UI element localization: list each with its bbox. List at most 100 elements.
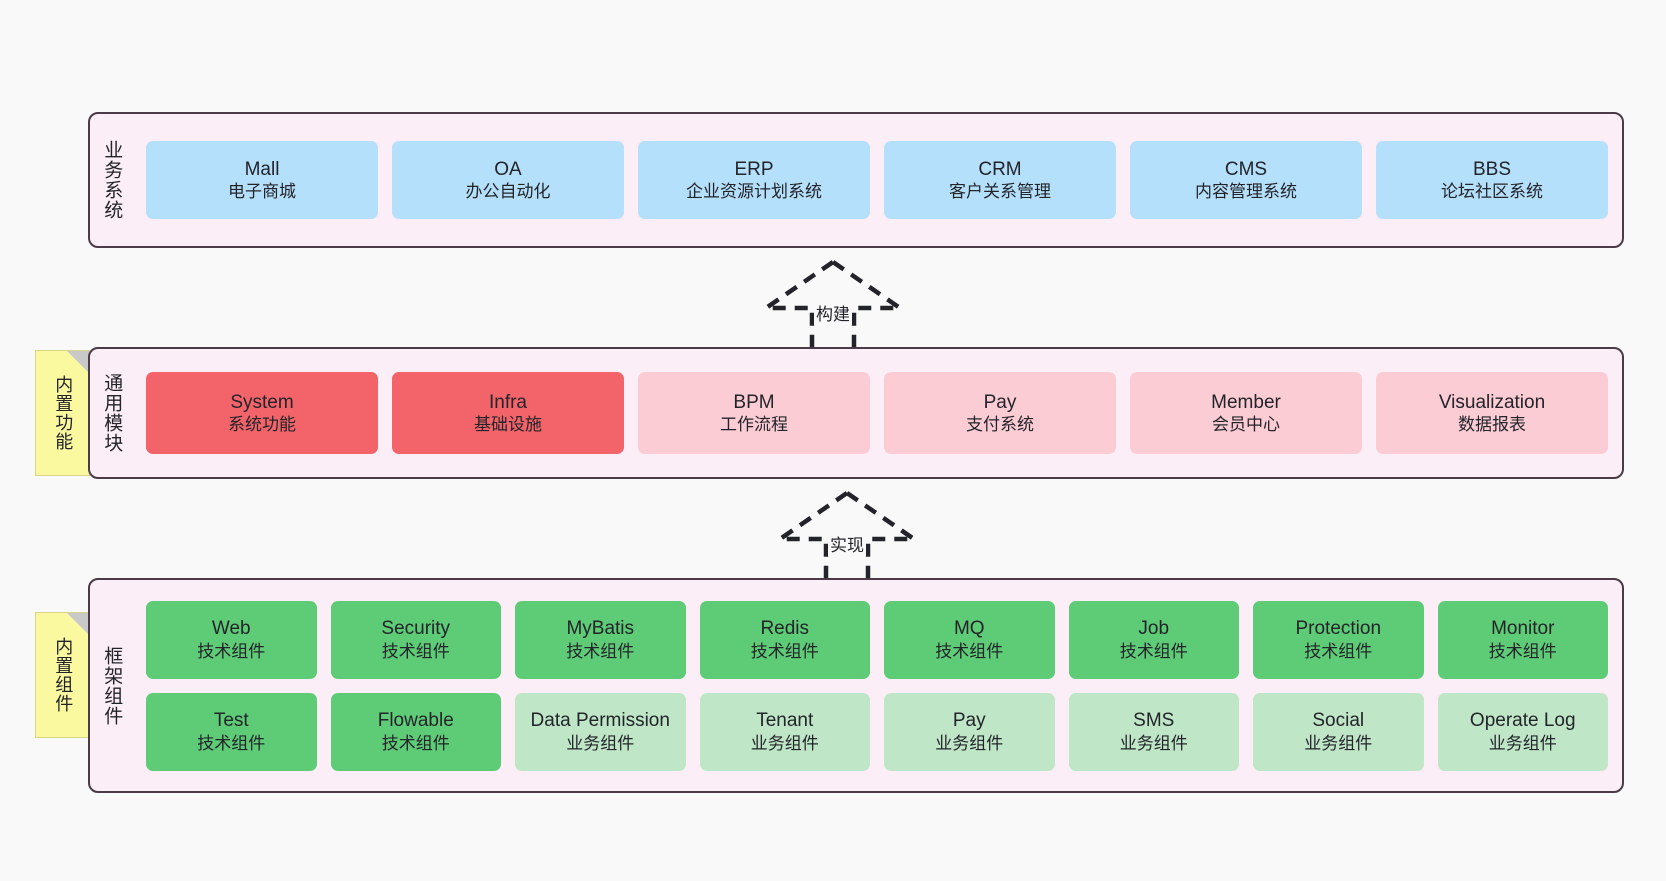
node-bpm-subtitle: 工作流程 (720, 415, 788, 435)
layer-title-business: 业务系统 (101, 140, 123, 220)
node-tenant-title: Tenant (756, 710, 814, 731)
connector-implement-label: 实现 (828, 531, 866, 556)
node-bbs[interactable]: BBS 论坛社区系统 (1376, 141, 1608, 219)
layer-body-framework: Web 技术组件 Security 技术组件 MyBatis 技术组件 Redi… (132, 580, 1622, 791)
node-web-title: Web (211, 618, 251, 639)
node-cms-subtitle: 内容管理系统 (1195, 182, 1297, 202)
node-security-title: Security (381, 618, 451, 639)
node-test-subtitle: 技术组件 (197, 733, 266, 753)
node-mall-title: Mall (244, 158, 280, 180)
node-pay-module[interactable]: Pay 支付系统 (884, 372, 1116, 454)
tag-builtin-component: 内置组件 (35, 612, 90, 738)
node-monitor[interactable]: Monitor 技术组件 (1437, 600, 1608, 679)
node-monitor-subtitle: 技术组件 (1488, 641, 1557, 661)
node-job-subtitle: 技术组件 (1119, 641, 1188, 661)
node-member[interactable]: Member 会员中心 (1130, 372, 1362, 454)
node-member-subtitle: 会员中心 (1212, 415, 1280, 435)
node-data-permission[interactable]: Data Permission 业务组件 (515, 692, 686, 771)
node-operate-log-title: Operate Log (1469, 710, 1576, 731)
node-erp-subtitle: 企业资源计划系统 (686, 182, 822, 202)
node-crm[interactable]: CRM 客户关系管理 (884, 141, 1116, 219)
node-test-title: Test (213, 710, 249, 731)
node-social-subtitle: 业务组件 (1304, 733, 1373, 753)
connector-build-label: 构建 (814, 300, 852, 325)
node-sms[interactable]: SMS 业务组件 (1068, 692, 1239, 771)
layer-framework-components: 框架组件 Web 技术组件 Security 技术组件 MyBatis 技术组件… (88, 578, 1624, 793)
layer-body-modules: System 系统功能 Infra 基础设施 BPM 工作流程 Pay 支付系统… (132, 349, 1622, 477)
node-infra-title: Infra (488, 391, 528, 413)
node-cms-title: CMS (1224, 158, 1268, 180)
node-system-subtitle: 系统功能 (228, 415, 296, 435)
node-oa-title: OA (494, 158, 522, 180)
node-flowable-title: Flowable (377, 710, 454, 731)
node-member-title: Member (1211, 391, 1281, 413)
node-test[interactable]: Test 技术组件 (146, 692, 317, 771)
connector-implement: 实现 (772, 489, 922, 581)
tag-builtin-function-label: 内置功能 (53, 375, 74, 451)
node-pay-component-subtitle: 业务组件 (935, 733, 1004, 753)
node-sms-subtitle: 业务组件 (1119, 733, 1188, 753)
layer-title-modules: 通用模块 (101, 373, 123, 453)
node-flowable[interactable]: Flowable 技术组件 (330, 692, 501, 771)
layer-body-business: Mall 电子商城 OA 办公自动化 ERP 企业资源计划系统 CRM 客户关系… (132, 114, 1622, 246)
node-web-subtitle: 技术组件 (197, 641, 266, 661)
node-operate-log-subtitle: 业务组件 (1488, 733, 1557, 753)
node-mybatis-subtitle: 技术组件 (566, 641, 635, 661)
node-mq-title: MQ (953, 618, 985, 639)
node-mybatis-title: MyBatis (566, 618, 635, 639)
node-job[interactable]: Job 技术组件 (1068, 600, 1239, 679)
node-security[interactable]: Security 技术组件 (330, 600, 501, 679)
node-oa-subtitle: 办公自动化 (465, 182, 551, 202)
node-monitor-title: Monitor (1491, 618, 1555, 639)
node-social-title: Social (1312, 710, 1365, 731)
node-mq[interactable]: MQ 技术组件 (884, 600, 1055, 679)
node-web[interactable]: Web 技术组件 (146, 600, 317, 679)
node-cms[interactable]: CMS 内容管理系统 (1130, 141, 1362, 219)
node-flowable-subtitle: 技术组件 (381, 733, 450, 753)
framework-row-technical: Web 技术组件 Security 技术组件 MyBatis 技术组件 Redi… (146, 600, 1608, 679)
tag-builtin-function: 内置功能 (35, 350, 90, 476)
tag-builtin-component-label: 内置组件 (53, 637, 74, 713)
connector-build: 构建 (758, 258, 908, 350)
node-redis-subtitle: 技术组件 (750, 641, 819, 661)
node-redis-title: Redis (760, 618, 810, 639)
node-protection-subtitle: 技术组件 (1304, 641, 1373, 661)
framework-row-business: Test 技术组件 Flowable 技术组件 Data Permission … (146, 692, 1608, 771)
node-protection-title: Protection (1295, 618, 1382, 639)
node-social[interactable]: Social 业务组件 (1253, 692, 1424, 771)
node-system[interactable]: System 系统功能 (146, 372, 378, 454)
node-erp[interactable]: ERP 企业资源计划系统 (638, 141, 870, 219)
node-mybatis[interactable]: MyBatis 技术组件 (515, 600, 686, 679)
node-protection[interactable]: Protection 技术组件 (1253, 600, 1424, 679)
node-pay-component[interactable]: Pay 业务组件 (884, 692, 1055, 771)
node-security-subtitle: 技术组件 (381, 641, 450, 661)
node-infra[interactable]: Infra 基础设施 (392, 372, 624, 454)
node-oa[interactable]: OA 办公自动化 (392, 141, 624, 219)
node-bbs-title: BBS (1472, 158, 1512, 180)
node-crm-subtitle: 客户关系管理 (949, 182, 1051, 202)
node-crm-title: CRM (978, 158, 1022, 180)
node-data-permission-subtitle: 业务组件 (566, 733, 635, 753)
layer-common-modules: 通用模块 System 系统功能 Infra 基础设施 BPM 工作流程 Pay… (88, 347, 1624, 479)
node-pay-module-subtitle: 支付系统 (966, 415, 1034, 435)
layer-title-framework: 框架组件 (101, 645, 123, 726)
layer-business-system: 业务系统 Mall 电子商城 OA 办公自动化 ERP 企业资源计划系统 CRM… (88, 112, 1624, 248)
node-bpm[interactable]: BPM 工作流程 (638, 372, 870, 454)
node-pay-module-title: Pay (983, 391, 1017, 413)
node-tenant-subtitle: 业务组件 (750, 733, 819, 753)
node-infra-subtitle: 基础设施 (474, 415, 542, 435)
node-mall[interactable]: Mall 电子商城 (146, 141, 378, 219)
node-pay-component-title: Pay (952, 710, 986, 731)
node-visualization[interactable]: Visualization 数据报表 (1376, 372, 1608, 454)
node-redis[interactable]: Redis 技术组件 (699, 600, 870, 679)
node-mq-subtitle: 技术组件 (935, 641, 1004, 661)
node-operate-log[interactable]: Operate Log 业务组件 (1437, 692, 1608, 771)
node-tenant[interactable]: Tenant 业务组件 (699, 692, 870, 771)
node-data-permission-title: Data Permission (530, 710, 670, 731)
node-bpm-title: BPM (733, 391, 775, 413)
node-visualization-subtitle: 数据报表 (1458, 415, 1526, 435)
node-job-title: Job (1138, 618, 1170, 639)
node-system-title: System (230, 391, 294, 413)
node-bbs-subtitle: 论坛社区系统 (1441, 182, 1543, 202)
